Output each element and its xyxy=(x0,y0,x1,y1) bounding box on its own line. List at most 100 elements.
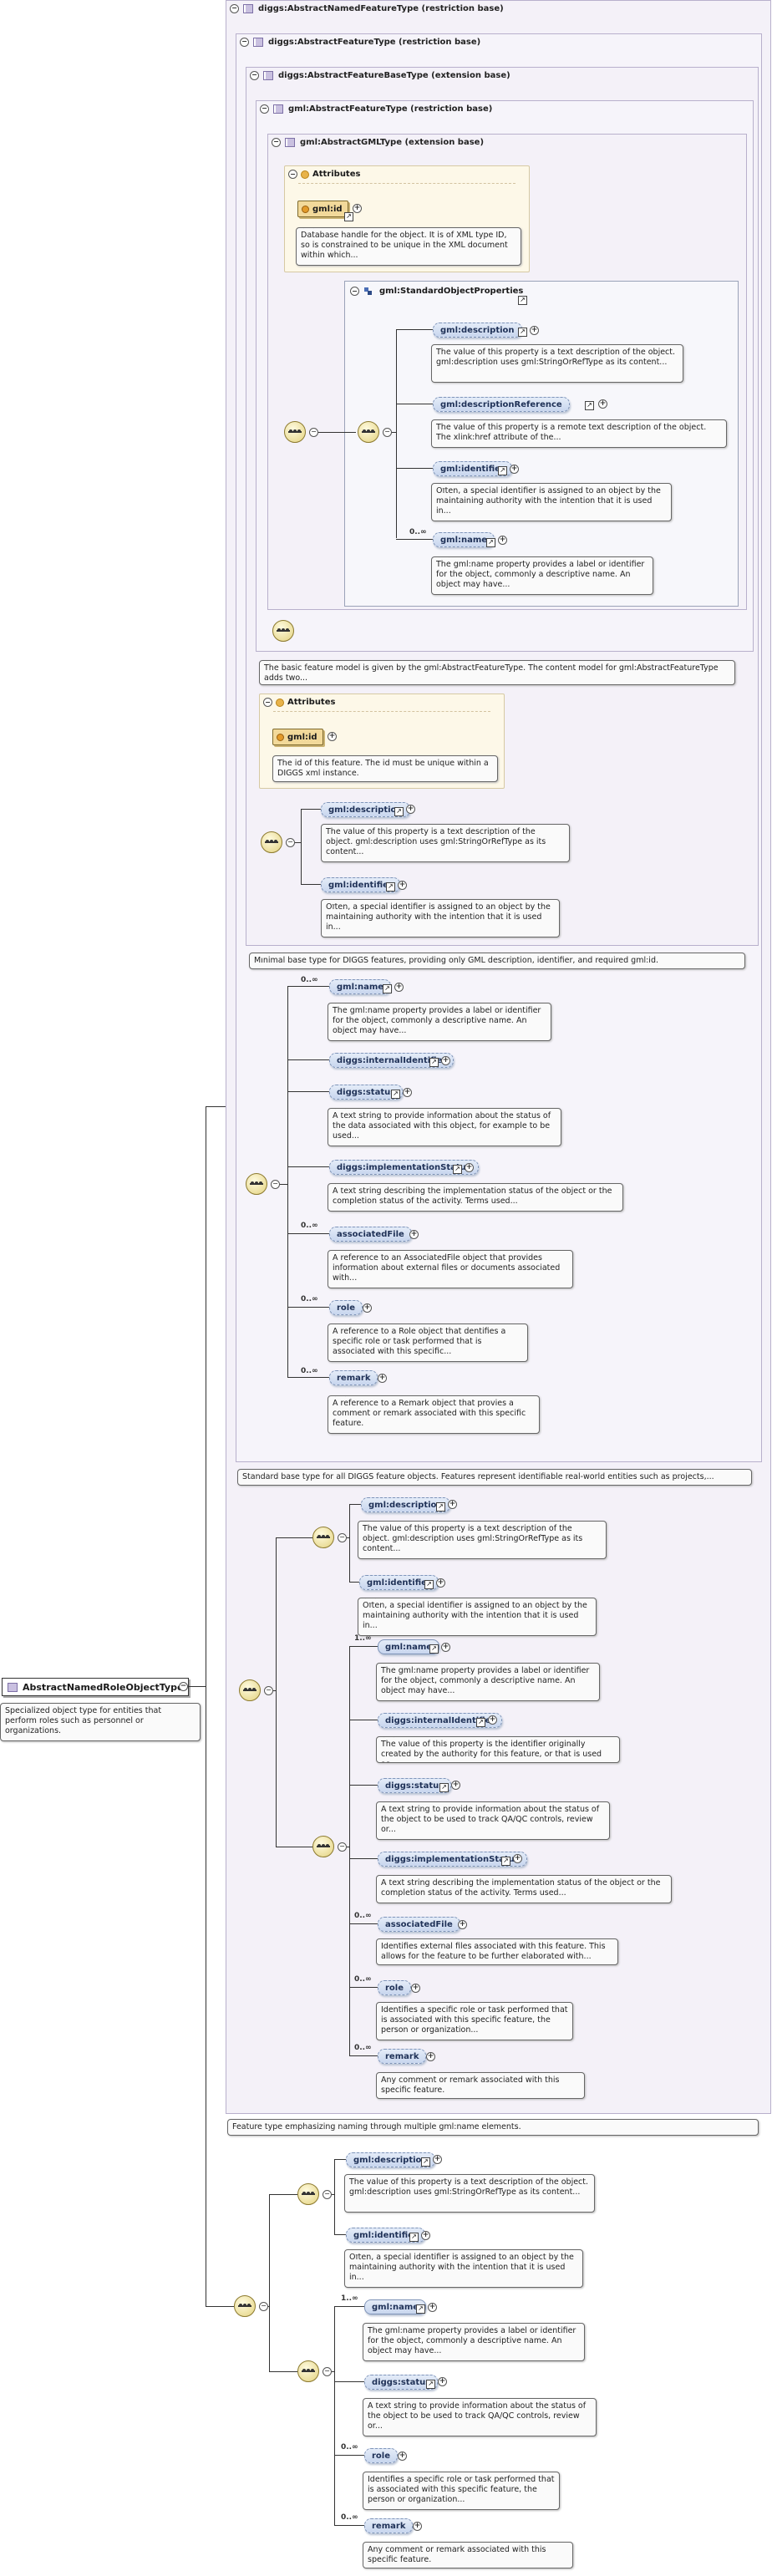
expand-icon[interactable]: + xyxy=(398,881,407,890)
element-associated-file-named[interactable]: associatedFile xyxy=(378,1917,460,1932)
element-gml-identifier[interactable]: gml:identifier xyxy=(433,461,512,476)
element-diggs-status[interactable]: diggs:status xyxy=(329,1085,404,1100)
collapse-toggle[interactable]: − xyxy=(288,170,297,179)
expand-icon[interactable]: + xyxy=(413,2522,422,2531)
collapse-toggle[interactable]: − xyxy=(338,1842,347,1852)
link-icon[interactable]: ↗ xyxy=(391,1090,400,1099)
element-gml-name-named[interactable]: gml:name xyxy=(378,1639,440,1654)
element-diggs-internal-identifier-named[interactable]: diggs:internalIdentifier xyxy=(378,1713,503,1728)
element-diggs-implementation-status-named[interactable]: diggs:implementationStatus xyxy=(378,1852,527,1867)
expand-icon[interactable]: + xyxy=(409,1230,419,1239)
link-icon[interactable]: ↗ xyxy=(498,466,507,475)
expand-icon[interactable]: + xyxy=(353,204,362,213)
link-icon[interactable]: ↗ xyxy=(518,328,527,337)
link-icon[interactable]: ↗ xyxy=(383,984,392,993)
expand-icon[interactable]: + xyxy=(465,1163,474,1172)
expand-icon[interactable]: + xyxy=(411,1984,420,1993)
link-icon[interactable]: ↗ xyxy=(453,1165,462,1174)
expand-icon[interactable]: + xyxy=(428,2303,437,2312)
collapse-toggle[interactable]: − xyxy=(240,37,249,47)
element-remark-root[interactable]: remark xyxy=(364,2518,414,2533)
element-gml-name-root[interactable]: gml:name xyxy=(364,2299,427,2314)
collapse-toggle[interactable]: − xyxy=(260,104,269,114)
expand-icon[interactable]: + xyxy=(394,983,404,992)
link-icon[interactable]: ↗ xyxy=(416,2304,425,2314)
collapse-toggle[interactable]: − xyxy=(179,1682,188,1691)
expand-icon[interactable]: + xyxy=(328,732,337,741)
element-diggs-internal-identifier[interactable]: diggs:internalIdentifier xyxy=(329,1053,455,1068)
link-icon[interactable]: ↗ xyxy=(439,1783,449,1792)
collapse-toggle[interactable]: − xyxy=(271,1180,280,1189)
expand-icon[interactable]: + xyxy=(426,2052,435,2061)
expand-icon[interactable]: + xyxy=(488,1715,497,1725)
element-gml-description[interactable]: gml:description xyxy=(433,323,522,338)
link-icon[interactable]: ↗ xyxy=(476,1718,485,1727)
collapse-toggle[interactable]: − xyxy=(250,70,259,80)
collapse-toggle[interactable]: − xyxy=(272,137,281,147)
connector xyxy=(334,2234,346,2235)
attribute-gml-id[interactable]: gml:id xyxy=(297,201,348,217)
expand-icon[interactable]: + xyxy=(438,2377,447,2386)
element-gml-description-reference[interactable]: gml:descriptionReference xyxy=(433,397,570,412)
collapse-toggle[interactable]: − xyxy=(350,287,359,296)
expand-icon[interactable]: + xyxy=(436,1578,445,1588)
element-associated-file[interactable]: associatedFile xyxy=(329,1227,412,1242)
root-type-box[interactable]: AbstractNamedRoleObjectType xyxy=(2,1678,190,1696)
expand-icon[interactable]: + xyxy=(513,1854,522,1863)
expand-icon[interactable]: + xyxy=(451,1781,460,1790)
expand-icon[interactable]: + xyxy=(498,536,507,545)
collapse-toggle[interactable]: − xyxy=(323,2367,332,2376)
type-header-named-feature: − diggs:AbstractNamedFeatureType (restri… xyxy=(226,1,504,16)
expand-icon[interactable]: + xyxy=(363,1303,372,1313)
expand-icon[interactable]: + xyxy=(441,1643,450,1652)
link-icon[interactable]: ↗ xyxy=(429,1644,439,1654)
element-gml-name-feature[interactable]: gml:name xyxy=(329,979,392,994)
expand-icon[interactable]: + xyxy=(448,1500,457,1509)
expand-icon[interactable]: + xyxy=(598,399,607,409)
link-icon[interactable]: ↗ xyxy=(585,401,594,410)
link-icon[interactable]: ↗ xyxy=(421,2157,430,2167)
link-icon[interactable]: ↗ xyxy=(426,2380,435,2389)
collapse-toggle[interactable]: − xyxy=(309,428,318,437)
expand-icon[interactable]: + xyxy=(398,2452,407,2461)
element-gml-description-base[interactable]: gml:description xyxy=(321,802,410,817)
expand-icon[interactable]: + xyxy=(510,465,519,474)
collapse-toggle[interactable]: − xyxy=(263,698,272,707)
link-icon[interactable]: ↗ xyxy=(429,1058,439,1067)
collapse-toggle[interactable]: − xyxy=(323,2190,332,2199)
element-gml-name[interactable]: gml:name xyxy=(433,532,495,547)
element-remark[interactable]: remark xyxy=(329,1370,378,1385)
link-icon[interactable]: ↗ xyxy=(501,1857,510,1866)
expand-icon[interactable]: + xyxy=(421,2231,430,2240)
expand-icon[interactable]: + xyxy=(433,2155,442,2164)
link-icon[interactable]: ↗ xyxy=(344,212,353,221)
expand-icon[interactable]: + xyxy=(530,326,539,335)
expand-icon[interactable]: + xyxy=(441,1056,450,1065)
element-diggs-status-root[interactable]: diggs:status xyxy=(364,2375,439,2390)
element-role-root[interactable]: role xyxy=(364,2448,399,2463)
collapse-toggle[interactable]: − xyxy=(286,838,295,847)
element-role[interactable]: role xyxy=(329,1300,363,1315)
link-icon[interactable]: ↗ xyxy=(436,1502,445,1512)
link-icon[interactable]: ↗ xyxy=(394,807,404,816)
collapse-toggle[interactable]: − xyxy=(264,1686,273,1695)
collapse-toggle[interactable]: − xyxy=(259,2302,268,2311)
element-diggs-implementation-status[interactable]: diggs:implementationStatus xyxy=(329,1160,479,1175)
element-diggs-status-named[interactable]: diggs:status xyxy=(378,1778,452,1793)
link-icon[interactable]: ↗ xyxy=(409,2233,419,2242)
expand-icon[interactable]: + xyxy=(378,1374,387,1383)
link-icon[interactable]: ↗ xyxy=(386,882,395,892)
expand-icon[interactable]: + xyxy=(403,1088,412,1097)
link-icon[interactable]: ↗ xyxy=(518,296,527,305)
attribute-gml-id-base[interactable]: gml:id xyxy=(272,729,323,745)
element-remark-named[interactable]: remark xyxy=(378,2049,427,2064)
expand-icon[interactable]: + xyxy=(458,1920,467,1929)
link-icon[interactable]: ↗ xyxy=(486,538,495,547)
link-icon[interactable]: ↗ xyxy=(424,1580,434,1589)
collapse-toggle[interactable]: − xyxy=(230,3,239,13)
collapse-toggle[interactable]: − xyxy=(383,428,392,437)
collapse-toggle[interactable]: − xyxy=(338,1533,347,1542)
element-gml-description-named[interactable]: gml:description xyxy=(361,1497,450,1512)
element-role-named[interactable]: role xyxy=(378,1980,412,1995)
expand-icon[interactable]: + xyxy=(406,805,415,814)
